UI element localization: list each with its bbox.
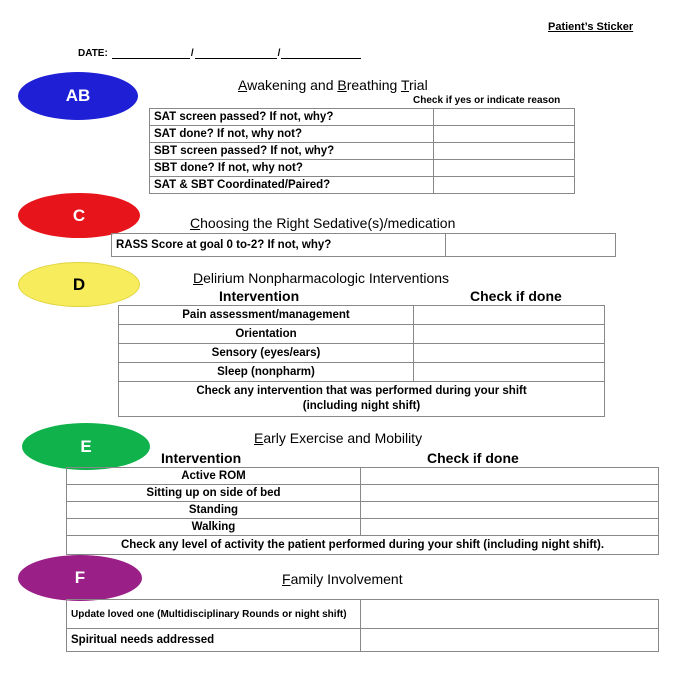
e-section-title: Early Exercise and Mobility: [254, 430, 422, 446]
table-row: Standing: [66, 501, 659, 519]
table-row: SBT screen passed? If not, why?: [149, 142, 575, 160]
table-row: Walking: [66, 518, 659, 536]
f-section-title: Family Involvement: [282, 571, 403, 587]
c-badge-label: C: [72, 205, 86, 225]
e-table: Active ROM Sitting up on side of bed Sta…: [66, 467, 659, 555]
ab-row-label: SBT done? If not, why not?: [149, 159, 434, 177]
e-check-cell[interactable]: [360, 467, 659, 485]
d-section-title: Delirium Nonpharmacologic Interventions: [193, 270, 449, 286]
c-section-title: Choosing the Right Sedative(s)/medicatio…: [190, 215, 455, 231]
ab-title-initial-t: T: [400, 77, 410, 93]
e-check-cell[interactable]: [360, 484, 659, 502]
d-check-cell[interactable]: [413, 362, 605, 382]
date-day-field[interactable]: [194, 48, 277, 59]
d-row-label: Pain assessment/management: [118, 305, 414, 325]
c-row-label: RASS Score at goal 0 to-2? If not, why?: [111, 233, 446, 257]
ab-row-label: SBT screen passed? If not, why?: [149, 142, 434, 160]
f-badge: F: [18, 555, 142, 601]
ab-title-part: wakening and: [247, 77, 338, 93]
d-footer-note: Check any intervention that was performe…: [118, 381, 605, 417]
ab-check-cell[interactable]: [433, 176, 575, 194]
d-table: Pain assessment/management Orientation S…: [118, 305, 605, 417]
ab-section-title: Awakening and Breathing Trial: [238, 77, 428, 93]
f-check-cell[interactable]: [360, 628, 659, 652]
e-col-intervention: Intervention: [161, 450, 242, 466]
e-title-initial: E: [254, 430, 264, 446]
e-row-label: Walking: [66, 518, 361, 536]
table-row: Spiritual needs addressed: [66, 628, 659, 652]
ab-title-part: rial: [409, 77, 428, 93]
e-badge: E: [22, 423, 150, 470]
table-row: SAT done? If not, why not?: [149, 125, 575, 143]
d-title-initial: D: [193, 270, 204, 286]
f-row-label: Update loved one (Multidisciplinary Roun…: [66, 599, 361, 629]
table-row: Update loved one (Multidisciplinary Roun…: [66, 599, 659, 629]
e-col-check: Check if done: [427, 450, 519, 466]
e-badge-label: E: [80, 436, 92, 456]
table-row: Active ROM: [66, 467, 659, 485]
date-row: DATE: / /: [78, 48, 362, 59]
e-footer-note: Check any level of activity the patient …: [66, 535, 659, 555]
table-row: SBT done? If not, why not?: [149, 159, 575, 177]
ab-check-cell[interactable]: [433, 125, 575, 143]
table-row: Sensory (eyes/ears): [118, 343, 605, 363]
table-row: Sitting up on side of bed: [66, 484, 659, 502]
table-row: Sleep (nonpharm): [118, 362, 605, 382]
f-check-cell[interactable]: [360, 599, 659, 629]
d-badge: D: [18, 262, 140, 307]
e-check-cell[interactable]: [360, 501, 659, 519]
e-title-part: arly Exercise and Mobility: [263, 430, 423, 446]
f-title-initial: F: [282, 571, 291, 587]
d-row-label: Sensory (eyes/ears): [118, 343, 414, 363]
ab-column-note: Check if yes or indicate reason: [413, 95, 561, 106]
ab-check-cell[interactable]: [433, 159, 575, 177]
d-col-intervention: Intervention: [219, 288, 300, 304]
date-separator: /: [277, 48, 281, 59]
ab-badge: AB: [18, 72, 138, 120]
d-row-label: Sleep (nonpharm): [118, 362, 414, 382]
d-title-part: elirium Nonpharmacologic Interventions: [203, 270, 450, 286]
d-check-cell[interactable]: [413, 324, 605, 344]
e-row-label: Active ROM: [66, 467, 361, 485]
table-row: SAT & SBT Coordinated/Paired?: [149, 176, 575, 194]
e-row-label: Standing: [66, 501, 361, 519]
d-badge-label: D: [72, 274, 86, 294]
f-table: Update loved one (Multidisciplinary Roun…: [66, 599, 659, 652]
ab-badge-label: AB: [65, 86, 91, 105]
ab-check-cell[interactable]: [433, 108, 575, 126]
ab-title-initial-b: B: [337, 77, 347, 93]
table-row: Orientation: [118, 324, 605, 344]
f-badge-label: F: [74, 568, 86, 587]
d-row-label: Orientation: [118, 324, 414, 344]
c-table: RASS Score at goal 0 to-2? If not, why?: [111, 233, 616, 257]
c-title-part: hoosing the Right Sedative(s)/medication: [200, 215, 456, 231]
table-row: Check any intervention that was performe…: [118, 381, 605, 417]
ab-check-cell[interactable]: [433, 142, 575, 160]
date-year-field[interactable]: [281, 48, 362, 59]
c-check-cell[interactable]: [445, 233, 616, 257]
table-row: Pain assessment/management: [118, 305, 605, 325]
table-row: RASS Score at goal 0 to-2? If not, why?: [111, 233, 616, 257]
e-check-cell[interactable]: [360, 518, 659, 536]
f-title-part: amily Involvement: [290, 571, 403, 587]
c-title-initial: C: [190, 215, 201, 231]
table-row: Check any level of activity the patient …: [66, 535, 659, 555]
ab-row-label: SAT & SBT Coordinated/Paired?: [149, 176, 434, 194]
ab-row-label: SAT screen passed? If not, why?: [149, 108, 434, 126]
ab-row-label: SAT done? If not, why not?: [149, 125, 434, 143]
date-separator: /: [190, 48, 194, 59]
d-check-cell[interactable]: [413, 343, 605, 363]
ab-title-part: reathing: [346, 77, 401, 93]
d-check-cell[interactable]: [413, 305, 605, 325]
patient-sticker-label: Patient’s Sticker: [548, 21, 634, 33]
ab-title-initial: A: [238, 77, 248, 93]
date-label: DATE:: [78, 48, 108, 59]
f-row-label: Spiritual needs addressed: [66, 628, 361, 652]
e-row-label: Sitting up on side of bed: [66, 484, 361, 502]
ab-table: SAT screen passed? If not, why? SAT done…: [149, 108, 575, 194]
d-col-check: Check if done: [470, 288, 562, 304]
c-badge: C: [18, 193, 140, 238]
table-row: SAT screen passed? If not, why?: [149, 108, 575, 126]
date-month-field[interactable]: [111, 48, 190, 59]
